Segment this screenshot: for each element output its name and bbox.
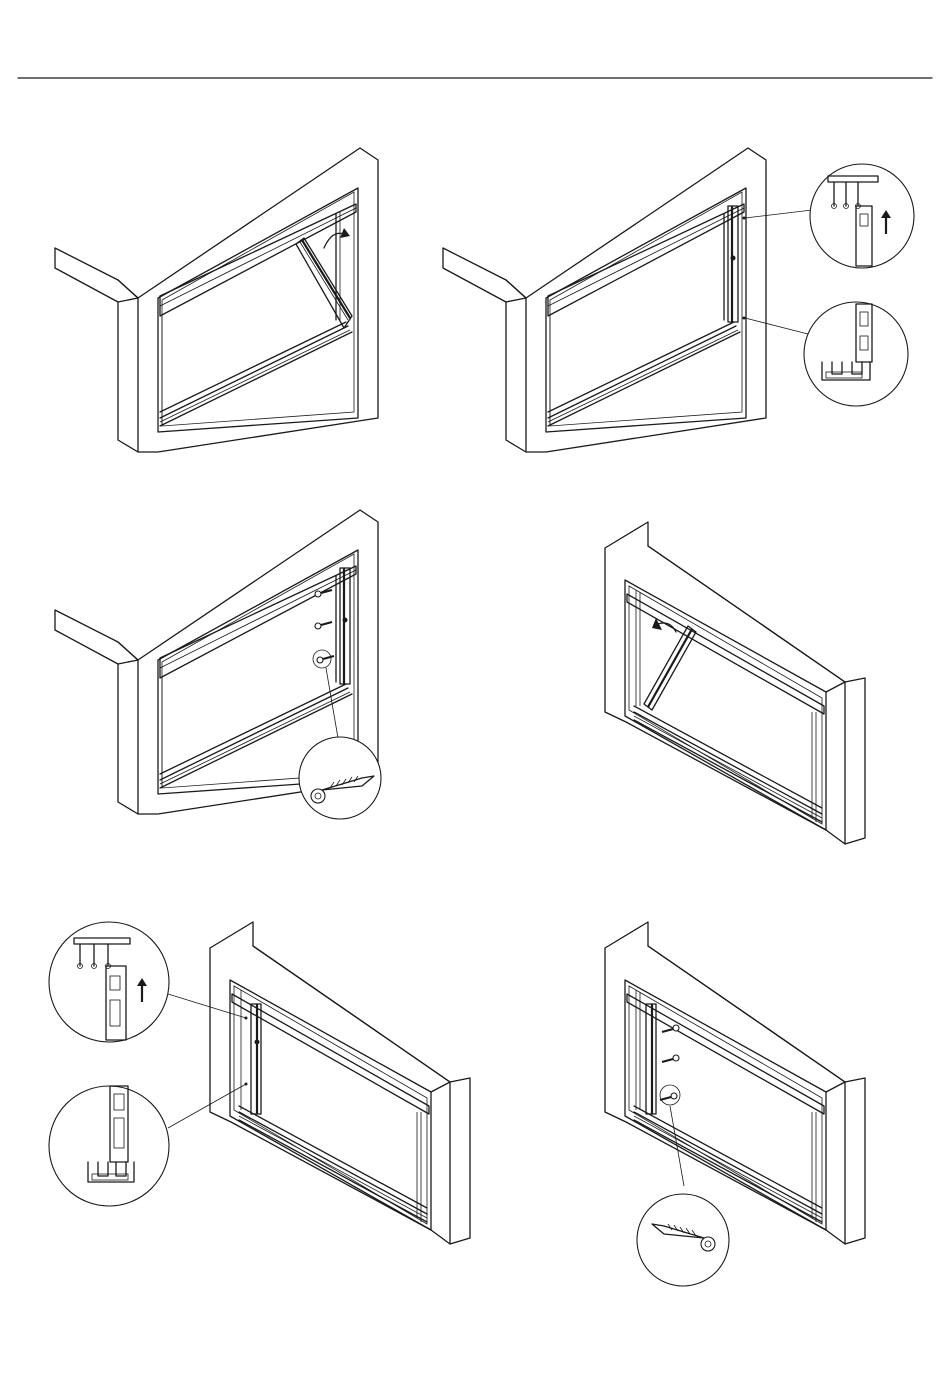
bottom-track-detail [804,302,908,406]
step-1-tilt-panel [55,148,378,452]
step-6-fix-jamb [605,922,865,1244]
step-5-seat-panel [210,922,470,1244]
top-track-detail [49,922,169,1042]
screw-detail [299,737,381,819]
top-track-detail [810,164,914,268]
bottom-track-detail [49,1086,169,1206]
step-4-tilt-panel [605,522,865,844]
screw-detail [637,1194,729,1286]
step-2-seat-panel [443,148,766,452]
